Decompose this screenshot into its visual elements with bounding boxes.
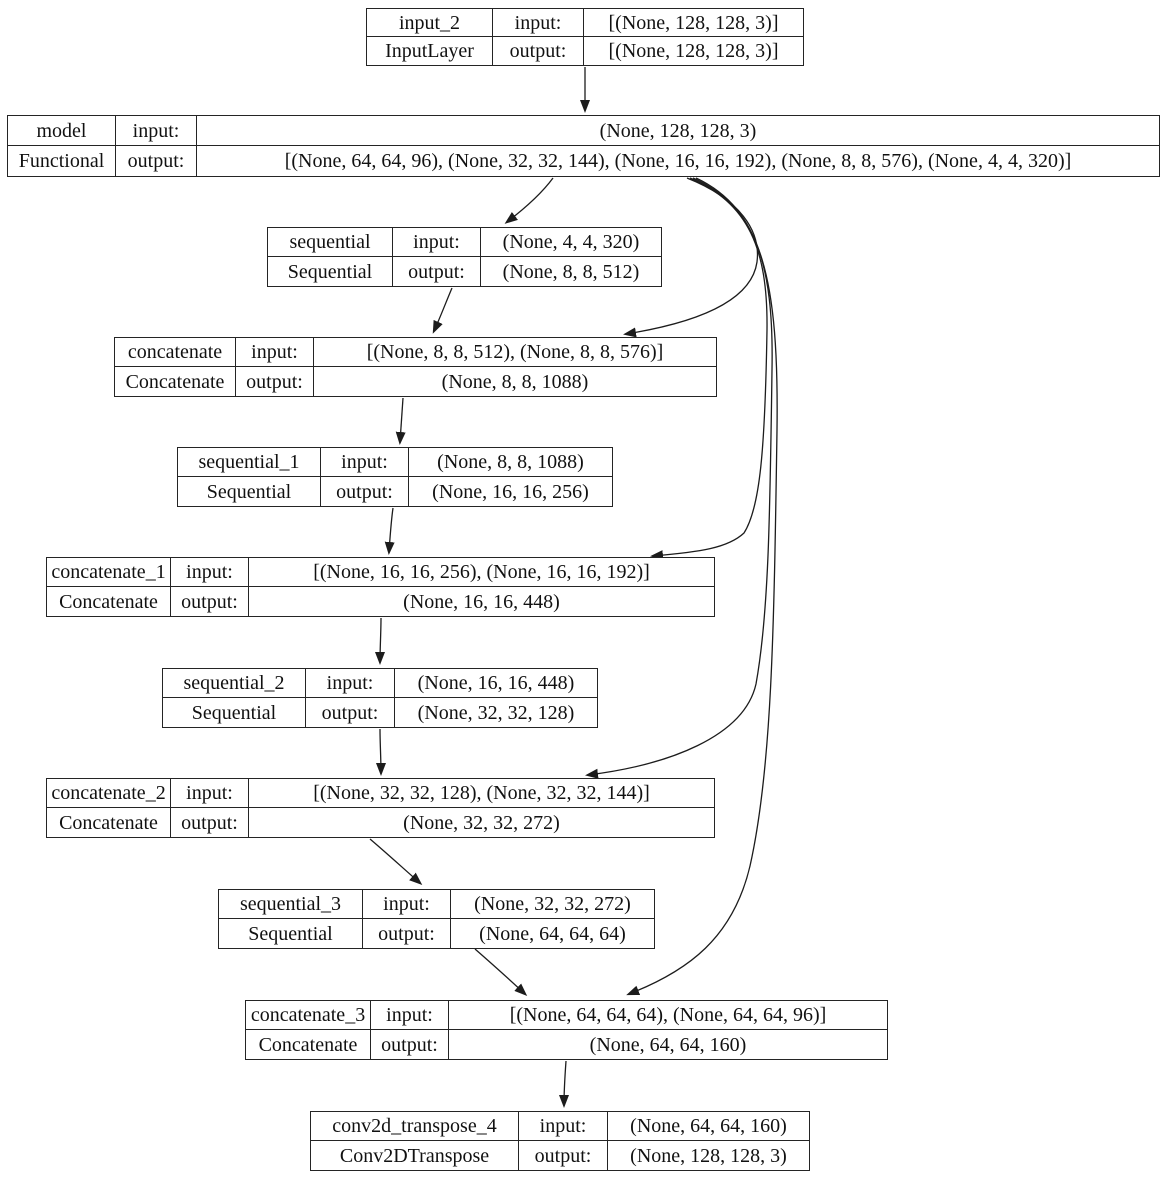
input-label: input:	[363, 890, 451, 919]
layer-class: Functional	[8, 146, 116, 176]
node-concatenate_2: concatenate_2 input: [(None, 32, 32, 128…	[46, 778, 715, 838]
edge-concatenate_3-conv2d_transpose_4	[559, 1060, 570, 1108]
edge-sequential-concatenate	[432, 287, 453, 334]
layer-class: Conv2DTranspose	[311, 1141, 519, 1170]
output-label: output:	[236, 367, 314, 396]
layer-class: Concatenate	[47, 587, 171, 616]
output-shape-value: (None, 64, 64, 64)	[479, 922, 626, 945]
node-input_2: input_2 input: [(None, 128, 128, 3)] Inp…	[366, 8, 804, 66]
layer-name: conv2d_transpose_4	[311, 1112, 519, 1141]
node-sequential: sequential input: (None, 4, 4, 320) Sequ…	[267, 227, 662, 287]
node-sequential_3: sequential_3 input: (None, 32, 32, 272) …	[218, 889, 655, 949]
layer-name: input_2	[367, 9, 493, 37]
output-label: output:	[493, 37, 584, 65]
output-label: output:	[171, 808, 249, 837]
output-shape-value: (None, 8, 8, 1088)	[441, 370, 589, 393]
input-label: input:	[306, 669, 395, 698]
layer-class: InputLayer	[367, 37, 493, 65]
layer-name: model	[8, 116, 116, 146]
input-label: input:	[519, 1112, 608, 1141]
node-conv2d_transpose_4: conv2d_transpose_4 input: (None, 64, 64,…	[310, 1111, 810, 1171]
input-shape-value: [(None, 8, 8, 512), (None, 8, 8, 576)]	[314, 338, 716, 367]
input-label: input:	[371, 1001, 449, 1030]
input-shape-value: [(None, 128, 128, 3)]	[584, 9, 803, 37]
output-shape-value: [(None, 128, 128, 3)]	[608, 40, 779, 62]
output-shape-value: (None, 128, 128, 3)	[630, 1144, 787, 1167]
output-label: output:	[393, 257, 481, 286]
input-shape-value: (None, 16, 16, 448)	[395, 669, 597, 698]
layer-class: Sequential	[163, 698, 306, 727]
output-label: output:	[321, 477, 409, 506]
edge-sequential_2-concatenate_2	[375, 728, 386, 776]
output-shape-value: (None, 16, 16, 256)	[432, 480, 589, 503]
layer-class: Sequential	[219, 919, 363, 948]
input-label: input:	[171, 779, 249, 808]
output-shape-value: [(None, 64, 64, 96), (None, 32, 32, 144)…	[284, 150, 1072, 172]
edge-sequential_3-concatenate_3	[474, 948, 528, 997]
output-label: output:	[116, 146, 197, 176]
layer-name: sequential_3	[219, 890, 363, 919]
input-shape-value: (None, 64, 64, 160)	[608, 1112, 809, 1141]
input-shape-value: (None, 4, 4, 320)	[481, 228, 661, 257]
layer-class: Concatenate	[246, 1030, 371, 1059]
layer-name: concatenate_1	[47, 558, 171, 587]
output-label: output:	[306, 698, 395, 727]
output-shape-value: (None, 32, 32, 272)	[403, 811, 560, 834]
layer-name: concatenate_3	[246, 1001, 371, 1030]
input-label: input:	[236, 338, 314, 367]
layer-name: concatenate	[115, 338, 236, 367]
node-concatenate_3: concatenate_3 input: [(None, 64, 64, 64)…	[245, 1000, 888, 1060]
output-shape-value: (None, 32, 32, 128)	[417, 701, 575, 724]
node-sequential_2: sequential_2 input: (None, 16, 16, 448) …	[162, 668, 598, 728]
output-shape-value: (None, 16, 16, 448)	[403, 590, 560, 613]
edge-concatenate_1-sequential_2	[375, 617, 386, 665]
input-label: input:	[493, 9, 584, 37]
output-label: output:	[519, 1141, 608, 1170]
input-shape-value: (None, 32, 32, 272)	[451, 890, 654, 919]
layer-name: sequential_1	[178, 448, 321, 477]
layer-name: sequential_2	[163, 669, 306, 698]
output-shape-value: (None, 64, 64, 160)	[589, 1033, 747, 1056]
edge-model-sequential	[504, 177, 554, 224]
input-label: input:	[321, 448, 409, 477]
input-label: input:	[171, 558, 249, 587]
output-label: output:	[371, 1030, 449, 1059]
node-concatenate_1: concatenate_1 input: [(None, 16, 16, 256…	[46, 557, 715, 617]
layer-name: concatenate_2	[47, 779, 171, 808]
edge-concatenate_2-sequential_3	[369, 838, 423, 885]
input-shape-value: (None, 8, 8, 1088)	[409, 448, 612, 477]
input-shape-value: [(None, 64, 64, 64), (None, 64, 64, 96)]	[449, 1001, 887, 1030]
input-shape-value: (None, 128, 128, 3)	[197, 116, 1159, 146]
edge-sequential_1-concatenate_1	[384, 507, 395, 555]
output-shape-value: (None, 8, 8, 512)	[502, 260, 640, 283]
layer-class: Concatenate	[47, 808, 171, 837]
edge-concatenate-sequential_1	[395, 397, 406, 445]
input-shape-value: [(None, 16, 16, 256), (None, 16, 16, 192…	[249, 558, 714, 587]
output-label: output:	[171, 587, 249, 616]
input-label: input:	[116, 116, 197, 146]
node-sequential_1: sequential_1 input: (None, 8, 8, 1088) S…	[177, 447, 613, 507]
layer-class: Sequential	[178, 477, 321, 506]
input-shape-value: [(None, 32, 32, 128), (None, 32, 32, 144…	[249, 779, 714, 808]
layer-class: Concatenate	[115, 367, 236, 396]
input-label: input:	[393, 228, 481, 257]
layer-name: sequential	[268, 228, 393, 257]
layer-class: Sequential	[268, 257, 393, 286]
node-concatenate: concatenate input: [(None, 8, 8, 512), (…	[114, 337, 717, 397]
node-model: model input: (None, 128, 128, 3) Functio…	[7, 115, 1160, 177]
output-label: output:	[363, 919, 451, 948]
